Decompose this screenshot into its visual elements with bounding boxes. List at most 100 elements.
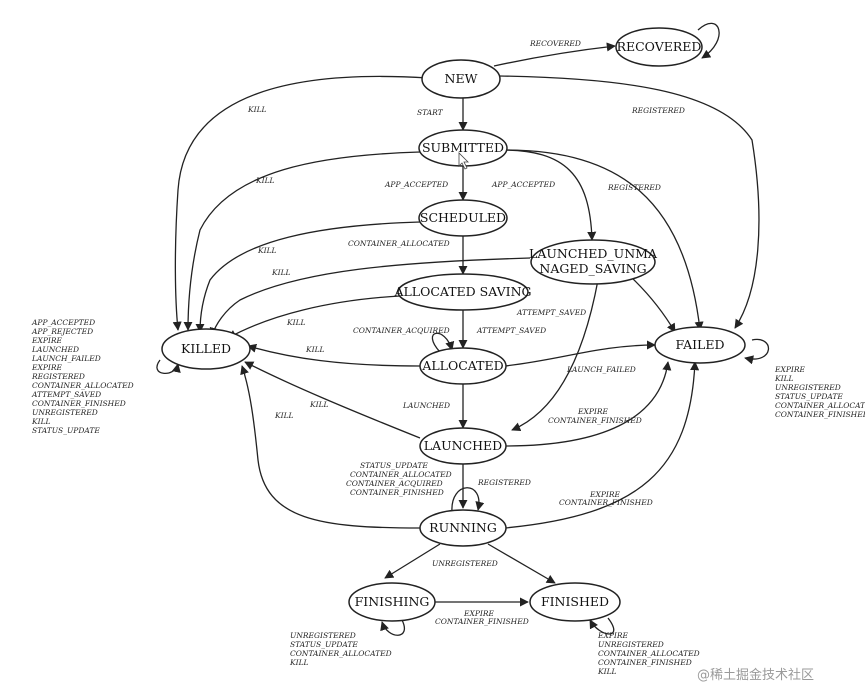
state-finished-label: FINISHED xyxy=(541,594,609,609)
state-allocated-saving-label: ALLOCATED SAVING xyxy=(393,284,531,299)
state-allocated-label: ALLOCATED xyxy=(421,358,503,373)
state-scheduled: SCHEDULED xyxy=(418,199,508,237)
label-app-accepted-unmanaged: APP_ACCEPTED xyxy=(491,180,555,189)
edge-recovered-loop xyxy=(697,22,720,59)
label-attempt-saved-2: ATTEMPT_SAVED xyxy=(476,326,546,335)
note-finished-2: UNREGISTERED xyxy=(598,640,664,649)
note-finishing-loop: UNREGISTERED STATUS_UPDATE CONTAINER_ALL… xyxy=(289,631,392,667)
note-finished-3: CONTAINER_ALLOCATED xyxy=(598,649,700,658)
state-launched: LAUNCHED xyxy=(419,427,507,465)
note-finished-1: EXPIRE xyxy=(597,631,628,640)
note-killed-8: CONTAINER_ALLOCATED xyxy=(32,381,134,390)
label-launched: LAUNCHED xyxy=(402,401,450,410)
edge-allocsaving-killed xyxy=(227,295,401,339)
label-expire-running: EXPIRE xyxy=(589,490,620,499)
state-new: NEW xyxy=(421,59,501,99)
note-failed-1: EXPIRE xyxy=(774,365,805,374)
state-scheduled-label: SCHEDULED xyxy=(420,210,506,225)
note-failed-5: CONTAINER_ALLOCATED xyxy=(775,401,865,410)
mouse-cursor-icon xyxy=(458,152,469,170)
state-new-label: NEW xyxy=(445,71,478,86)
note-killed-3: EXPIRE xyxy=(31,336,62,345)
state-allocated-saving: ALLOCATED SAVING xyxy=(393,273,532,311)
edge-running-loop xyxy=(451,487,485,513)
label-recovered: RECOVERED xyxy=(529,39,581,48)
state-failed: FAILED xyxy=(654,326,746,364)
note-running-4: CONTAINER_FINISHED xyxy=(350,488,444,497)
edge-unmanaged-failed xyxy=(629,275,676,333)
label-unregistered: UNREGISTERED xyxy=(432,559,498,568)
note-killed-6: EXPIRE xyxy=(31,363,62,372)
note-failed-6: CONTAINER_FINISHED xyxy=(775,410,865,419)
state-failed-label: FAILED xyxy=(676,337,725,352)
note-killed-7: REGISTERED xyxy=(31,372,85,381)
note-killed-1: APP_ACCEPTED xyxy=(31,318,95,327)
state-finishing-label: FINISHING xyxy=(355,594,430,609)
note-finished-4: CONTAINER_FINISHED xyxy=(598,658,692,667)
edge-scheduled-killed xyxy=(195,221,421,333)
label-kill-unmanaged: KILL xyxy=(271,268,291,277)
note-finished-5: KILL xyxy=(597,667,617,676)
edge-new-failed xyxy=(499,75,760,329)
edge-unmanaged-launched xyxy=(511,279,599,432)
label-expire-launched: EXPIRE xyxy=(577,407,608,416)
edge-submitted-failed xyxy=(504,149,704,331)
note-running-3: CONTAINER_ACQUIRED xyxy=(346,479,443,488)
note-failed-2: KILL xyxy=(774,374,794,383)
edge-submitted-unmanaged xyxy=(501,149,597,241)
state-submitted-label: SUBMITTED xyxy=(422,140,504,155)
edge-labels: RECOVERED KILL START REGISTERED KILL APP… xyxy=(247,39,685,626)
edge-new-killed xyxy=(172,75,429,331)
state-launched-label: LAUNCHED xyxy=(424,438,502,453)
state-running-label: RUNNING xyxy=(429,520,497,535)
note-killed-11: UNREGISTERED xyxy=(32,408,98,417)
state-launched-unmanaged-saving: LAUNCHED_UNMA NAGED_SAVING xyxy=(529,239,658,285)
label-kill-allocated: KILL xyxy=(305,345,325,354)
note-killed-2: APP_REJECTED xyxy=(31,327,93,336)
label-kill-new: KILL xyxy=(247,105,267,114)
note-finishing-4: KILL xyxy=(289,658,309,667)
note-failed-3: UNREGISTERED xyxy=(775,383,841,392)
note-finishing-1: UNREGISTERED xyxy=(290,631,356,640)
label-container-finished-running: CONTAINER_FINISHED xyxy=(559,498,653,507)
label-launch-failed: LAUNCH_FAILED xyxy=(566,365,636,374)
label-container-acquired: CONTAINER_ACQUIRED xyxy=(353,326,450,335)
note-killed-loop: APP_ACCEPTED APP_REJECTED EXPIRE LAUNCHE… xyxy=(31,318,134,435)
edge-launched-killed xyxy=(244,361,421,439)
edge-unmanaged-killed xyxy=(209,257,531,337)
label-kill-submitted: KILL xyxy=(255,176,275,185)
state-allocated: ALLOCATED xyxy=(419,347,507,385)
note-finished-loop: EXPIRE UNREGISTERED CONTAINER_ALLOCATED … xyxy=(597,631,700,676)
note-killed-4: LAUNCHED xyxy=(31,345,79,354)
edges xyxy=(156,22,770,636)
edge-running-finishing xyxy=(384,543,441,579)
edge-running-finished xyxy=(487,543,556,584)
label-container-finished-finishing: CONTAINER_FINISHED xyxy=(435,617,529,626)
edge-running-killed xyxy=(240,365,421,529)
watermark: @稀土掘金技术社区 xyxy=(697,667,814,683)
state-finished: FINISHED xyxy=(529,582,621,622)
edge-allocated-failed xyxy=(504,340,656,367)
note-failed-4: STATUS_UPDATE xyxy=(775,392,843,401)
state-recovered: RECOVERED xyxy=(615,27,703,67)
label-kill-scheduled: KILL xyxy=(257,246,277,255)
state-finishing: FINISHING xyxy=(348,582,436,622)
note-running-1: STATUS_UPDATE xyxy=(360,461,428,470)
label-registered-submitted: REGISTERED xyxy=(607,183,661,192)
note-running-loop: STATUS_UPDATE CONTAINER_ALLOCATED CONTAI… xyxy=(346,461,452,497)
state-recovered-label: RECOVERED xyxy=(617,39,702,54)
state-launched-unmanaged-saving-line2: NAGED_SAVING xyxy=(539,261,646,276)
label-kill-launched: KILL xyxy=(309,400,329,409)
state-killed-label: KILLED xyxy=(181,341,231,356)
edge-launched-failed xyxy=(504,361,672,447)
note-killed-9: ATTEMPT_SAVED xyxy=(31,390,101,399)
state-running: RUNNING xyxy=(419,509,507,547)
note-killed-10: CONTAINER_FINISHED xyxy=(32,399,126,408)
edge-finished-loop xyxy=(589,617,615,635)
edge-killed-loop xyxy=(156,359,181,374)
edge-running-failed xyxy=(504,361,700,529)
note-killed-13: STATUS_UPDATE xyxy=(32,426,100,435)
note-failed-loop: EXPIRE KILL UNREGISTERED STATUS_UPDATE C… xyxy=(774,365,865,419)
label-registered-launched: REGISTERED xyxy=(477,478,531,487)
